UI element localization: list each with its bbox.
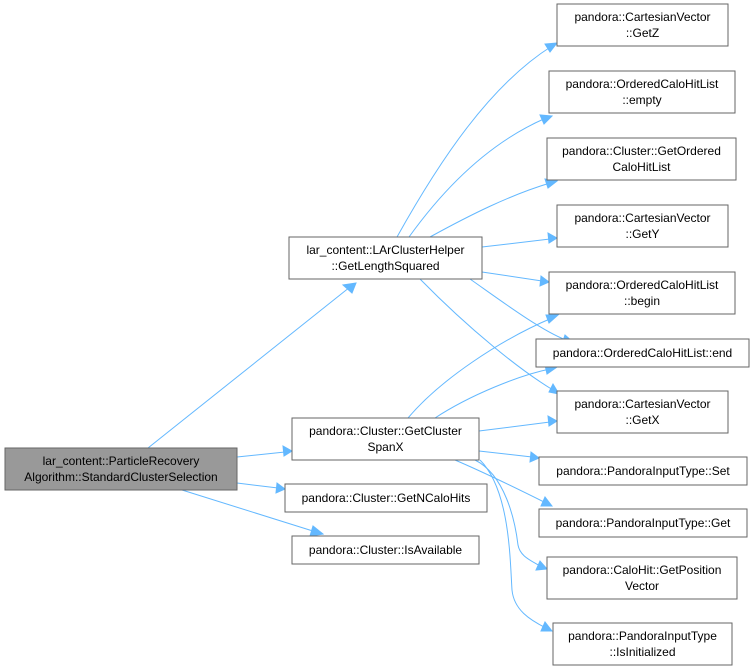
node-label-line: SpanX [367,440,403,454]
node-label-line: pandora::Cluster::GetNCaloHits [302,491,471,505]
node-box[interactable] [548,271,736,315]
node-box[interactable] [556,390,729,434]
node-label-line: pandora::CartesianVector [574,397,710,411]
node-cv-get-z[interactable]: pandora::CartesianVector::GetZ [556,3,729,47]
node-box[interactable] [556,3,729,47]
edge-arrowhead [539,275,550,287]
call-edge [429,182,551,238]
node-label-line: pandora::Cluster::GetOrdered [562,144,721,158]
call-edge [396,45,553,238]
node-label-line: lar_content::LArClusterHelper [306,243,464,257]
edge-arrowhead [535,560,549,571]
node-label-line: pandora::PandoraInputType::Set [556,464,730,478]
node-box[interactable] [546,137,737,181]
node-label-line: pandora::OrderedCaloHitList [566,77,719,91]
function-nodes: lar_content::ParticleRecoveryAlgorithm::… [4,3,750,666]
call-edge [407,317,553,419]
call-edge [479,459,547,629]
edge-arrowhead [275,482,286,494]
node-label-line: ::GetX [625,413,659,427]
node-box[interactable] [538,508,748,538]
node-box[interactable] [548,70,736,114]
node-label-line: pandora::PandoraInputType [568,629,717,643]
edge-arrowhead [539,114,554,125]
node-label-line: Vector [625,579,659,593]
node-box[interactable] [288,236,483,280]
node-label-line: CaloHitList [612,160,671,174]
call-edge [478,421,551,432]
node-label-line: ::GetY [625,227,659,241]
edge-arrowhead [547,415,558,427]
edge-arrowhead [341,282,357,294]
node-label-line: pandora::CartesianVector [574,211,710,225]
node-pit-is-init[interactable]: pandora::PandoraInputType::IsInitialized [552,622,733,666]
node-box[interactable] [552,622,733,666]
node-label-line: lar_content::ParticleRecovery [43,454,200,468]
node-root[interactable]: lar_content::ParticleRecoveryAlgorithm::… [4,447,238,491]
node-cv-get-x[interactable]: pandora::CartesianVector::GetX [556,390,729,434]
call-edge [147,286,351,449]
node-label-line: Algorithm::StandardClusterSelection [24,470,217,484]
node-cluster-n-calo-hits[interactable]: pandora::Cluster::GetNCaloHits [284,483,488,513]
node-label-line: ::GetLengthSquared [331,259,439,273]
call-edge [454,459,547,504]
edge-arrowhead [282,445,293,457]
node-label-line: ::empty [622,93,661,107]
node-cluster-is-available[interactable]: pandora::Cluster::IsAvailable [291,535,480,565]
node-box[interactable] [4,447,238,491]
node-label-line: pandora::PandoraInputType::Get [556,516,731,530]
node-box[interactable] [535,338,750,368]
node-label-line: pandora::OrderedCaloHitList::end [553,346,732,360]
call-edge [481,238,551,248]
node-label-line: pandora::OrderedCaloHitList [566,278,719,292]
call-edge [469,278,567,341]
call-edge [181,489,317,533]
node-box[interactable] [284,483,488,513]
call-edge [474,459,541,567]
call-edge [236,482,279,489]
node-label-line: pandora::Cluster::IsAvailable [309,543,463,557]
call-edges [147,42,575,632]
node-label-line: ::GetZ [626,26,659,40]
node-ochl-empty[interactable]: pandora::OrderedCaloHitList::empty [548,70,736,114]
node-label-line: ::IsInitialized [609,645,675,659]
edge-arrowhead [540,621,554,632]
node-ochl-end[interactable]: pandora::OrderedCaloHitList::end [535,338,750,368]
node-box[interactable] [291,417,480,461]
node-pit-set[interactable]: pandora::PandoraInputType::Set [538,456,748,486]
node-box[interactable] [538,456,748,486]
node-pit-get[interactable]: pandora::PandoraInputType::Get [538,508,748,538]
node-label-line: pandora::CartesianVector [574,10,710,24]
edge-arrowhead [544,42,559,53]
node-box[interactable] [291,535,480,565]
node-box[interactable] [556,204,729,248]
call-edge [408,117,547,238]
node-ochl-begin[interactable]: pandora::OrderedCaloHitList::begin [548,271,736,315]
call-edge [236,451,286,458]
edge-arrowhead [529,451,540,463]
edge-arrowhead [545,314,560,324]
node-lar-length-sq[interactable]: lar_content::LArClusterHelper::GetLength… [288,236,483,280]
call-edge [419,278,554,391]
edge-arrowhead [547,232,558,244]
edge-arrowhead [540,496,554,507]
node-label-line: pandora::Cluster::GetCluster [309,424,462,438]
node-label-line: pandora::CaloHit::GetPosition [563,563,722,577]
node-box[interactable] [546,556,738,600]
call-edge [481,271,543,282]
call-edge [478,450,533,458]
edge-arrowhead [309,525,325,537]
call-edge [434,368,551,419]
node-label-line: ::begin [624,294,660,308]
node-cv-get-y[interactable]: pandora::CartesianVector::GetY [556,204,729,248]
